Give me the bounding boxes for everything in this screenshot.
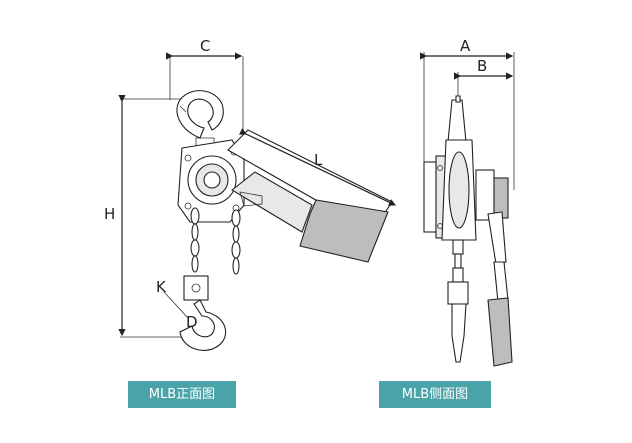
side-lever <box>487 211 513 367</box>
side-chain <box>447 239 469 305</box>
dimension-l: L <box>239 128 397 206</box>
dimension-a-label: A <box>460 37 471 55</box>
dimension-k: K <box>156 278 189 319</box>
dimension-h-label: H <box>104 205 115 223</box>
dimension-c-label: C <box>200 37 210 55</box>
load-chain <box>190 207 241 275</box>
dimension-d: D <box>186 313 198 331</box>
caption-side-view: MLB侧面图 <box>379 381 491 408</box>
dimension-b: B <box>454 57 514 100</box>
dimension-k-label: K <box>156 278 167 296</box>
lever-handle <box>227 129 393 263</box>
side-top-hook <box>447 95 467 143</box>
dimension-b-label: B <box>477 57 487 75</box>
dimension-a: A <box>420 37 515 190</box>
top-hook <box>176 90 224 153</box>
side-view: A B <box>420 37 515 367</box>
dimension-l-label: L <box>314 151 323 169</box>
dimension-h: H <box>104 95 195 338</box>
dimension-d-label: D <box>186 313 198 331</box>
caption-front-view: MLB正面图 <box>128 381 236 408</box>
side-bottom-hook <box>451 303 467 363</box>
bottom-hook <box>179 275 227 351</box>
front-view: C H <box>104 37 397 351</box>
side-body <box>423 139 509 241</box>
